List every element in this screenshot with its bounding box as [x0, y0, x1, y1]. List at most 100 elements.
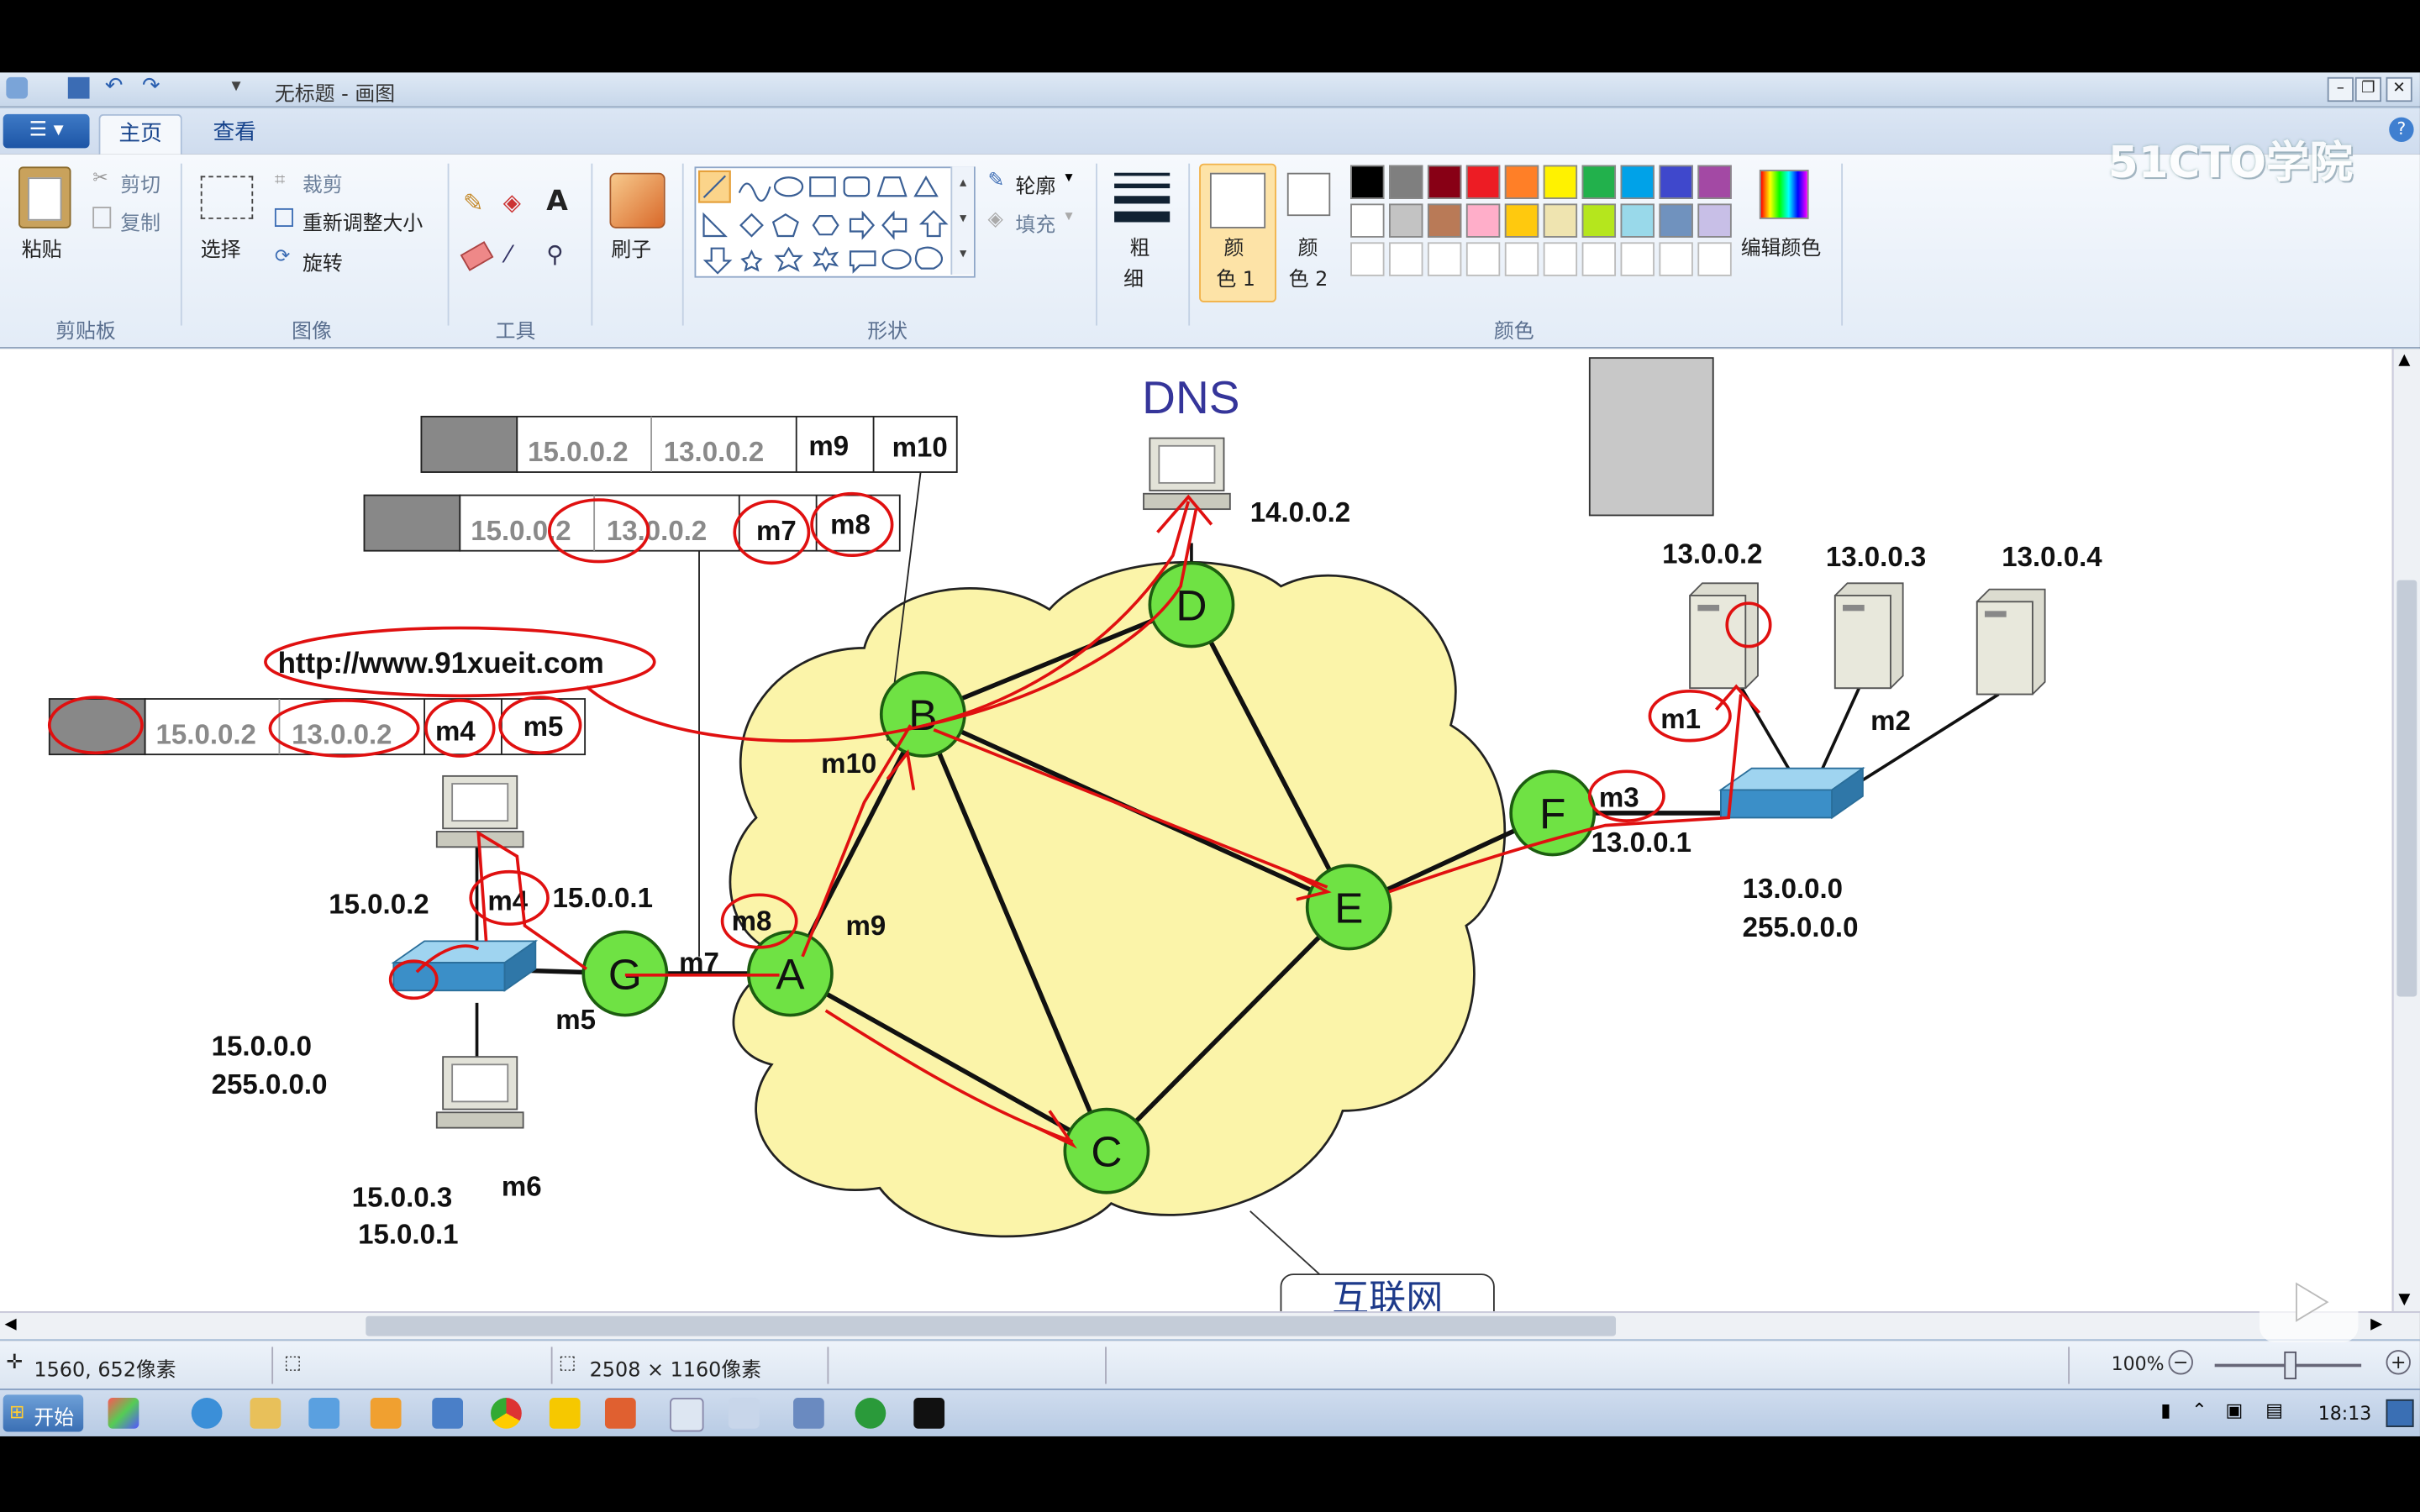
brushes-button[interactable]: 刷子: [611, 239, 652, 263]
taskbar-app-icon[interactable]: [370, 1398, 402, 1429]
paint-taskbar-icon[interactable]: [670, 1398, 704, 1432]
horizontal-scroll-thumb[interactable]: [366, 1315, 1617, 1336]
save-icon[interactable]: [67, 76, 90, 99]
palette-swatch[interactable]: [1350, 242, 1385, 276]
color1-button[interactable]: [1199, 163, 1276, 302]
vertical-scroll-thumb[interactable]: [2396, 580, 2417, 997]
palette-swatch[interactable]: [1465, 165, 1501, 199]
tray-expand-icon[interactable]: ⌃: [2191, 1399, 2207, 1421]
app-menu-button[interactable]: ☰ ▾: [3, 113, 90, 149]
scroll-up-icon[interactable]: ▲: [2398, 351, 2411, 369]
zoom-slider-thumb[interactable]: [2284, 1351, 2297, 1380]
cut-button[interactable]: 剪切: [120, 174, 161, 198]
taskbar-app-icon[interactable]: [308, 1398, 340, 1429]
palette-swatch[interactable]: [1620, 165, 1655, 199]
powerpoint-icon[interactable]: [604, 1398, 636, 1429]
paste-icon[interactable]: [18, 166, 71, 228]
palette-swatch[interactable]: [1427, 242, 1462, 276]
palette-swatch[interactable]: [1389, 242, 1423, 276]
palette-swatch[interactable]: [1697, 165, 1732, 199]
tray-icon[interactable]: ▮: [2160, 1399, 2171, 1421]
cmd-icon[interactable]: [913, 1398, 945, 1429]
palette-swatch[interactable]: [1389, 203, 1423, 238]
palette-swatch[interactable]: [1697, 242, 1732, 276]
palette-swatch[interactable]: [1350, 203, 1385, 238]
tray-icon[interactable]: ▣: [2225, 1399, 2244, 1421]
palette-swatch[interactable]: [1504, 165, 1539, 199]
folder-icon[interactable]: [250, 1398, 281, 1429]
palette-swatch[interactable]: [1427, 203, 1462, 238]
palette-swatch[interactable]: [1581, 203, 1617, 238]
select-icon[interactable]: [200, 176, 254, 219]
help-icon[interactable]: ?: [2389, 117, 2414, 142]
palette-swatch[interactable]: [1427, 165, 1462, 199]
pencil-icon[interactable]: ✎: [463, 188, 484, 218]
size-label-1[interactable]: 粗: [1129, 237, 1150, 261]
taskbar-app-icon[interactable]: [549, 1398, 581, 1429]
zoom-out-button[interactable]: −: [2168, 1350, 2193, 1375]
palette-swatch[interactable]: [1465, 203, 1501, 238]
palette-swatch[interactable]: [1465, 242, 1501, 276]
ie-icon[interactable]: [191, 1398, 223, 1429]
ie-icon[interactable]: [855, 1398, 886, 1429]
tab-view[interactable]: 查看: [213, 120, 256, 145]
crop-button[interactable]: 裁剪: [302, 174, 343, 198]
undo-icon[interactable]: ↶: [104, 74, 124, 99]
scroll-left-icon[interactable]: ◀: [4, 1315, 17, 1333]
palette-swatch[interactable]: [1581, 165, 1617, 199]
show-desktop-button[interactable]: [2386, 1399, 2414, 1427]
chrome-icon[interactable]: [491, 1398, 522, 1429]
palette-swatch[interactable]: [1504, 203, 1539, 238]
fill-dropdown-icon[interactable]: ▾: [1065, 207, 1073, 226]
shapes-scroll[interactable]: ▴▾▾: [950, 166, 974, 275]
eraser-icon[interactable]: [460, 241, 494, 271]
select-button[interactable]: 选择: [200, 239, 241, 263]
redo-icon[interactable]: ↷: [141, 74, 160, 99]
minimize-button[interactable]: –: [2327, 76, 2354, 102]
size-label-2[interactable]: 细: [1123, 268, 1144, 292]
play-button[interactable]: [2259, 1262, 2359, 1342]
palette-swatch[interactable]: [1620, 203, 1655, 238]
palette-swatch[interactable]: [1350, 165, 1385, 199]
paste-button[interactable]: 粘贴: [21, 239, 62, 263]
palette-swatch[interactable]: [1620, 242, 1655, 276]
brush-icon[interactable]: [609, 172, 666, 228]
palette-swatch[interactable]: [1543, 203, 1578, 238]
fill-bucket-icon[interactable]: ◈: [502, 188, 521, 217]
magnifier-icon[interactable]: ⚲: [546, 240, 564, 269]
scroll-right-icon[interactable]: ▶: [2370, 1315, 2383, 1333]
taskbar-app-icon[interactable]: [793, 1398, 824, 1429]
copy-button[interactable]: 复制: [120, 213, 161, 237]
zoom-in-button[interactable]: +: [2386, 1350, 2411, 1375]
edit-colors-icon[interactable]: [1759, 170, 1809, 219]
line-size-icon[interactable]: [1114, 172, 1171, 223]
rotate-button[interactable]: 旋转: [302, 253, 343, 276]
taskbar-app-icon[interactable]: [108, 1398, 139, 1429]
taskbar-app-icon[interactable]: [728, 1398, 760, 1429]
resize-button[interactable]: 重新调整大小: [302, 213, 424, 237]
palette-swatch[interactable]: [1697, 203, 1732, 238]
tray-icon[interactable]: ▤: [2265, 1399, 2284, 1421]
vertical-scrollbar[interactable]: ▲ ▼: [2391, 349, 2420, 1312]
start-button[interactable]: ⊞ 开始: [3, 1394, 84, 1432]
close-button[interactable]: ✕: [2386, 76, 2412, 102]
horizontal-scrollbar[interactable]: ◀ ▶: [0, 1311, 2420, 1341]
scroll-down-icon[interactable]: ▼: [2398, 1291, 2411, 1309]
palette-swatch[interactable]: [1543, 165, 1578, 199]
fill-button[interactable]: 填充: [1015, 214, 1056, 238]
palette-swatch[interactable]: [1659, 242, 1693, 276]
drawing-canvas[interactable]: 互联网: [0, 349, 2392, 1312]
edit-colors-button[interactable]: 编辑颜色: [1740, 237, 1822, 261]
palette-swatch[interactable]: [1581, 242, 1617, 276]
tab-home[interactable]: 主页: [98, 113, 182, 155]
text-tool-icon[interactable]: A: [546, 185, 568, 218]
outline-dropdown-icon[interactable]: ▾: [1065, 170, 1073, 187]
palette-swatch[interactable]: [1389, 165, 1423, 199]
palette-swatch[interactable]: [1659, 165, 1693, 199]
color-picker-icon[interactable]: ⁄: [506, 240, 511, 269]
outline-button[interactable]: 轮廓: [1015, 176, 1056, 199]
palette-swatch[interactable]: [1659, 203, 1693, 238]
palette-swatch[interactable]: [1543, 242, 1578, 276]
shapes-gallery[interactable]: [694, 166, 976, 278]
palette-swatch[interactable]: [1504, 242, 1539, 276]
